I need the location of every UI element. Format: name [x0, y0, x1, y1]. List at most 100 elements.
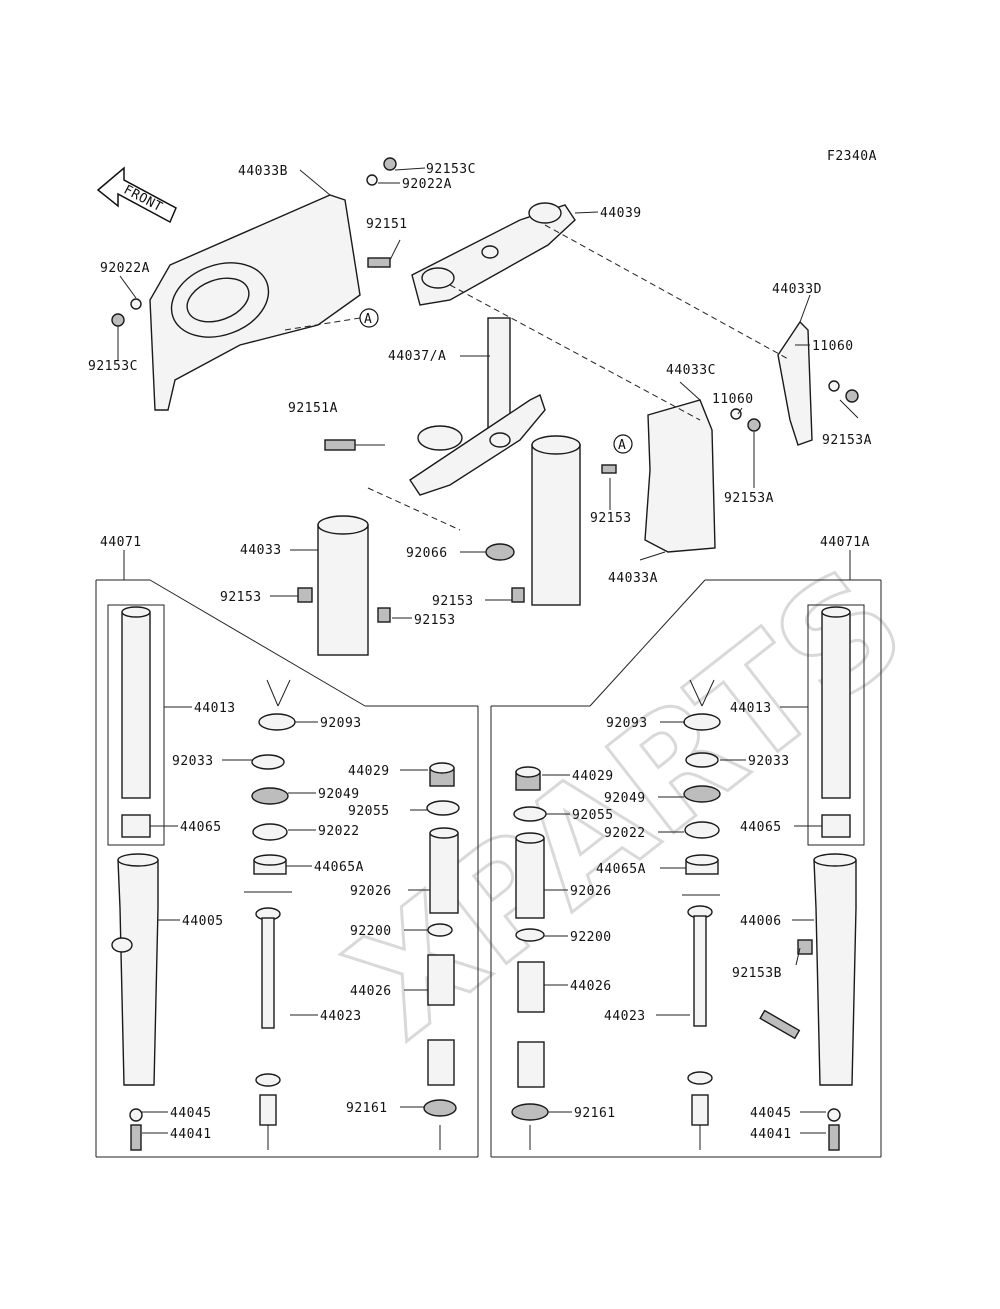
right-bolt-44041: [828, 1124, 840, 1151]
cover-44033B: [149, 194, 361, 411]
nut-icon: [747, 418, 761, 432]
front-arrow-icon: FRONT: [96, 166, 177, 224]
label-L44041: 44041: [170, 1127, 212, 1142]
right-guide-bush-44065A: [685, 854, 719, 875]
left-inner-tube-44013: [121, 606, 151, 799]
left-washer-92049: [251, 787, 289, 805]
label-L92049: 92049: [318, 787, 360, 802]
left-cap-44029: [429, 762, 455, 787]
stem-bracket-44037A: [409, 317, 546, 496]
label-44037A: 44037/A: [388, 349, 446, 364]
label-L44065A: 44065A: [314, 860, 364, 875]
label-11060-right: 11060: [812, 339, 854, 354]
right-seat-92161: [511, 1103, 549, 1121]
cover-44033C: [644, 399, 716, 553]
label-92153C-top: 92153C: [426, 162, 476, 177]
right-inner-tube-44013: [821, 606, 851, 799]
right-outer-tube-44006: [759, 853, 857, 1086]
right-washer-92200: [515, 928, 545, 942]
label-92151: 92151: [366, 217, 408, 232]
label-R92153B: 92153B: [732, 966, 782, 981]
right-cap-44029: [515, 766, 541, 791]
left-outer-tube-44005: [111, 853, 159, 1086]
label-L44013: 44013: [194, 701, 236, 716]
left-seat-92161: [423, 1099, 457, 1117]
label-R92026: 92026: [570, 884, 612, 899]
label-44033A: 44033A: [608, 571, 658, 586]
label-44039: 44039: [600, 206, 642, 221]
washer-icon: [730, 408, 742, 420]
right-oring-92055: [513, 806, 547, 822]
washer-icon: [366, 174, 378, 186]
cover-44033D: [777, 320, 813, 446]
label-L92093: 92093: [320, 716, 362, 731]
nut-icon: [383, 157, 397, 171]
label-L44045: 44045: [170, 1106, 212, 1121]
nut-92066-icon: [485, 543, 515, 561]
front-label: FRONT: [121, 183, 165, 216]
leader-lines-lower: [142, 679, 826, 1150]
left-seal-92093: [258, 713, 296, 731]
left-washer-92200: [427, 923, 453, 937]
bolt-icon: [377, 607, 391, 623]
label-44033: 44033: [240, 543, 282, 558]
label-92153C-left: 92153C: [88, 359, 138, 374]
label-R44006: 44006: [740, 914, 782, 929]
right-washer-44045: [827, 1108, 841, 1122]
label-L92026: 92026: [350, 884, 392, 899]
label-R44029: 44029: [572, 769, 614, 784]
label-92066: 92066: [406, 546, 448, 561]
bolt-icon: [511, 587, 525, 603]
left-spring-44026: [427, 954, 455, 1086]
right-spacer-92026: [515, 832, 545, 919]
right-rod-44023: [687, 905, 713, 1126]
label-92151A: 92151A: [288, 401, 338, 416]
label-92022A-top: 92022A: [402, 177, 452, 192]
right-fork-group-box: [490, 550, 882, 1158]
right-clip-92033: [685, 752, 719, 768]
label-R44026: 44026: [570, 979, 612, 994]
label-L92200: 92200: [350, 924, 392, 939]
bolt-icon: [601, 464, 617, 474]
label-92153A-right: 92153A: [822, 433, 872, 448]
leader-lines-upper: [117, 167, 859, 619]
label-92022A-left: 92022A: [100, 261, 150, 276]
label-R44065: 44065: [740, 820, 782, 835]
left-washer-44045: [129, 1108, 143, 1122]
label-R92161: 92161: [574, 1106, 616, 1121]
label-L44005: 44005: [182, 914, 224, 929]
bolt-icon: [297, 587, 313, 603]
label-L92161: 92161: [346, 1101, 388, 1116]
callout-a-upper: A: [359, 308, 379, 328]
figure-id: F2340A: [827, 149, 877, 164]
label-L44065: 44065: [180, 820, 222, 835]
left-ring-92022: [252, 823, 288, 841]
label-44033D: 44033D: [772, 282, 822, 297]
tube-cover-44033: [317, 515, 369, 656]
washer-icon: [828, 380, 840, 392]
label-R92200: 92200: [570, 930, 612, 945]
label-11060-mid: 11060: [712, 392, 754, 407]
bolt-92151A-icon: [324, 439, 356, 451]
left-rod-44023: [255, 907, 281, 1126]
left-inner-tube-box: [107, 604, 165, 846]
label-92153-center: 92153: [432, 594, 474, 609]
right-seal-92093: [683, 713, 721, 731]
label-R92022: 92022: [604, 826, 646, 841]
left-spacer-92026: [429, 827, 459, 914]
right-bush-44065: [821, 814, 851, 838]
label-L92033: 92033: [172, 754, 214, 769]
right-spring-44026: [517, 961, 545, 1088]
label-R92049: 92049: [604, 791, 646, 806]
nut-icon: [111, 313, 125, 327]
label-92153-low: 92153: [414, 613, 456, 628]
washer-icon: [130, 298, 142, 310]
callout-a-lower: A: [613, 434, 633, 454]
label-R44041: 44041: [750, 1127, 792, 1142]
label-R44065A: 44065A: [596, 862, 646, 877]
right-ring-92022: [684, 821, 720, 839]
label-92153A-mid: 92153A: [724, 491, 774, 506]
right-washer-92049: [683, 785, 721, 803]
label-L44023: 44023: [320, 1009, 362, 1024]
label-92153-mid: 92153: [590, 511, 632, 526]
